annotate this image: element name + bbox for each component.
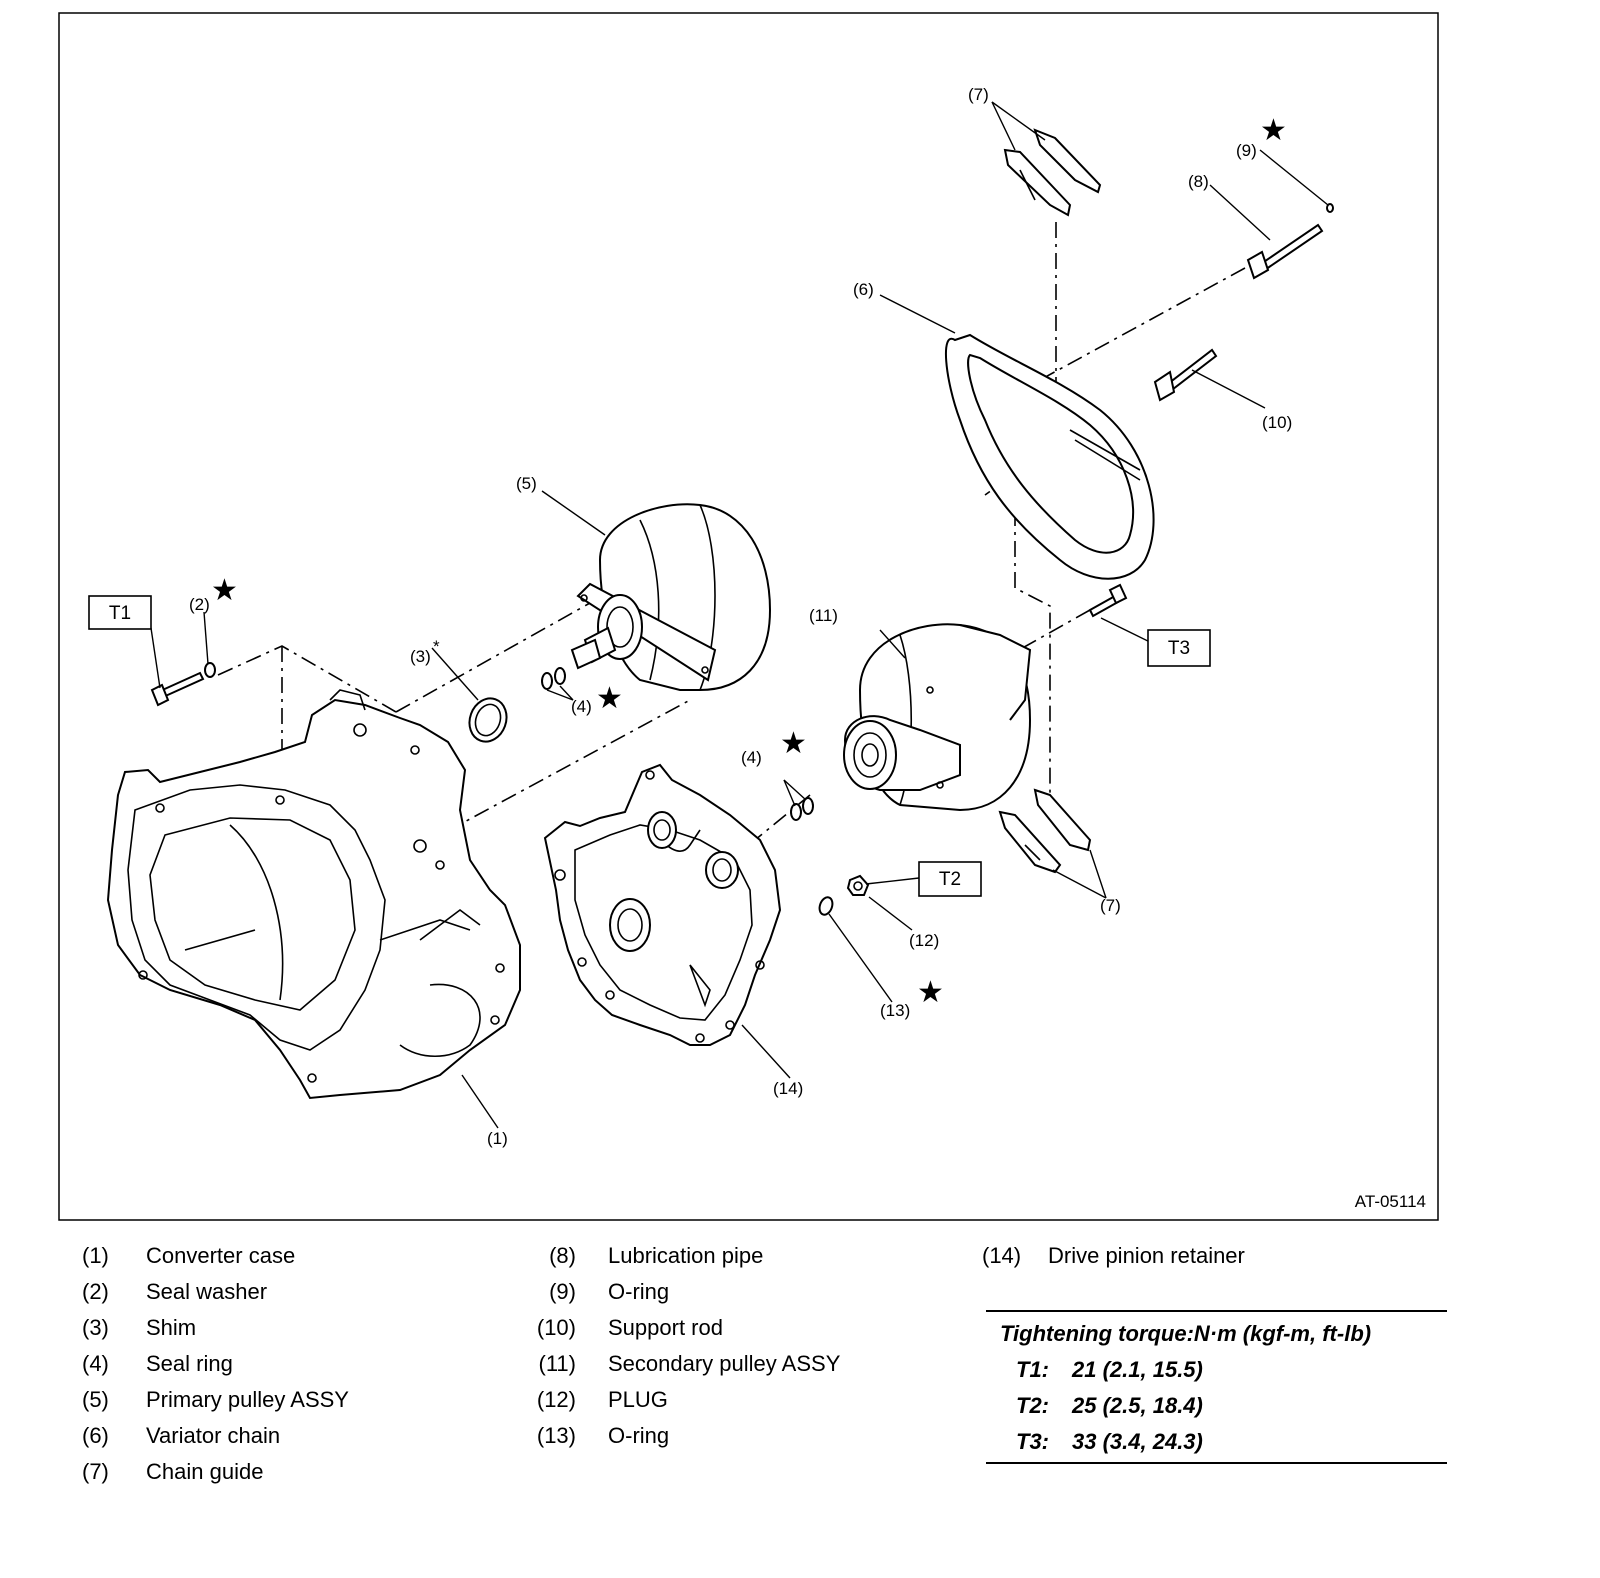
tightening-torque-table: Tightening torque:N·m (kgf-m, ft-lb) T1:… — [986, 1310, 1447, 1464]
callout-12: (12) — [909, 931, 939, 950]
legend-number: (12) — [536, 1387, 576, 1412]
callout-4-primary: (4) — [571, 697, 592, 716]
legend-name: Shim — [146, 1315, 197, 1340]
legend-name: Drive pinion retainer — [1048, 1243, 1245, 1268]
callout-9: (9) — [1236, 141, 1257, 160]
legend-name: Variator chain — [146, 1423, 281, 1448]
callout-6: (6) — [853, 280, 874, 299]
torque-value: 33 (3.4, 24.3) — [1072, 1429, 1203, 1454]
converter-case — [106, 689, 521, 1100]
star-13: ★ — [917, 975, 944, 1010]
diagram-frame — [58, 12, 1439, 1221]
star-2: ★ — [211, 573, 238, 608]
callout-14: (14) — [773, 1079, 803, 1098]
torque-id: T2: — [1016, 1393, 1049, 1418]
legend-name: Secondary pulley ASSY — [608, 1351, 841, 1376]
torque-value: 21 (2.1, 15.5) — [1072, 1357, 1203, 1382]
t3-bolt — [1088, 583, 1128, 618]
legend-name: Support rod — [608, 1315, 723, 1340]
o-ring-9 — [1326, 203, 1334, 213]
legend-name: Seal washer — [146, 1279, 268, 1304]
star-9: ★ — [1260, 113, 1287, 148]
o-ring-13 — [818, 896, 834, 916]
primary-pulley-assy — [570, 503, 772, 691]
star-4-secondary: ★ — [780, 726, 807, 761]
legend-number: (6) — [82, 1423, 109, 1448]
torque-id: T3: — [1016, 1429, 1049, 1454]
lubrication-pipe — [1246, 223, 1324, 280]
legend-number: (11) — [538, 1351, 577, 1376]
torque-value: 25 (2.5, 18.4) — [1072, 1393, 1203, 1418]
seal-rings-primary — [541, 667, 566, 690]
torque-tag-t3: T3 — [1147, 629, 1211, 667]
seal-washer — [204, 662, 216, 678]
shim — [468, 697, 508, 743]
plug — [846, 874, 870, 896]
legend-name: Seal ring — [146, 1351, 233, 1376]
legend-name: Chain guide — [146, 1459, 264, 1484]
callout-11: (11) — [809, 606, 838, 625]
legend-number: (2) — [82, 1279, 109, 1304]
leader-lines — [150, 101, 1329, 1129]
torque-tag-t1: T1 — [88, 595, 152, 630]
torque-row: T1: 21 (2.1, 15.5) — [986, 1352, 1447, 1388]
chain-guide-bottom — [998, 788, 1092, 874]
callout-7-bottom: (7) — [1100, 896, 1121, 915]
legend-number: (10) — [536, 1315, 576, 1340]
torque-row: T3: 33 (3.4, 24.3) — [986, 1424, 1447, 1460]
callout-3: (3) — [410, 647, 431, 666]
torque-title: Tightening torque:N·m (kgf-m, ft-lb) — [1000, 1321, 1372, 1346]
callout-5: (5) — [516, 474, 537, 493]
svg-text:T3: T3 — [1168, 638, 1190, 659]
svg-text:T2: T2 — [939, 869, 961, 890]
torque-id: T1: — [1016, 1357, 1049, 1382]
callout-4-secondary: (4) — [741, 748, 762, 767]
chain-guide-top — [1003, 128, 1102, 217]
legend-name: O-ring — [608, 1279, 670, 1304]
callout-10: (10) — [1262, 413, 1292, 432]
figure-id: AT-05114 — [1355, 1192, 1426, 1211]
legend-number: (13) — [536, 1423, 576, 1448]
legend-number: (8) — [549, 1243, 576, 1268]
secondary-pulley-assy — [843, 623, 1032, 812]
callout-1: (1) — [487, 1129, 508, 1148]
legend-number: (4) — [82, 1351, 109, 1376]
t1-bolt — [150, 671, 205, 707]
legend-name: O-ring — [608, 1423, 670, 1448]
support-rod — [1153, 348, 1218, 402]
legend-name: Converter case — [146, 1243, 296, 1268]
torque-row: T2: 25 (2.5, 18.4) — [986, 1388, 1447, 1424]
legend-number: (9) — [549, 1279, 576, 1304]
legend-number: (14) — [982, 1243, 1022, 1268]
legend-number: (1) — [82, 1243, 109, 1268]
legend-number: (3) — [82, 1315, 109, 1340]
variator-chain — [945, 333, 1155, 580]
callout-3-mark: * — [433, 637, 440, 656]
seal-rings-secondary — [790, 797, 814, 821]
legend-name: PLUG — [608, 1387, 668, 1412]
callout-13: (13) — [880, 1001, 910, 1020]
legend-number: (5) — [82, 1387, 109, 1412]
svg-text:T1: T1 — [109, 603, 131, 624]
drive-pinion-retainer — [543, 763, 782, 1046]
callout-7-top: (7) — [968, 85, 989, 104]
callout-2: (2) — [189, 595, 210, 614]
callout-8: (8) — [1188, 172, 1209, 191]
legend-name: Lubrication pipe — [608, 1243, 764, 1268]
star-4-primary: ★ — [596, 681, 623, 716]
legend-number: (7) — [82, 1459, 109, 1484]
torque-tag-t2: T2 — [918, 861, 982, 897]
legend-name: Primary pulley ASSY — [146, 1387, 349, 1412]
